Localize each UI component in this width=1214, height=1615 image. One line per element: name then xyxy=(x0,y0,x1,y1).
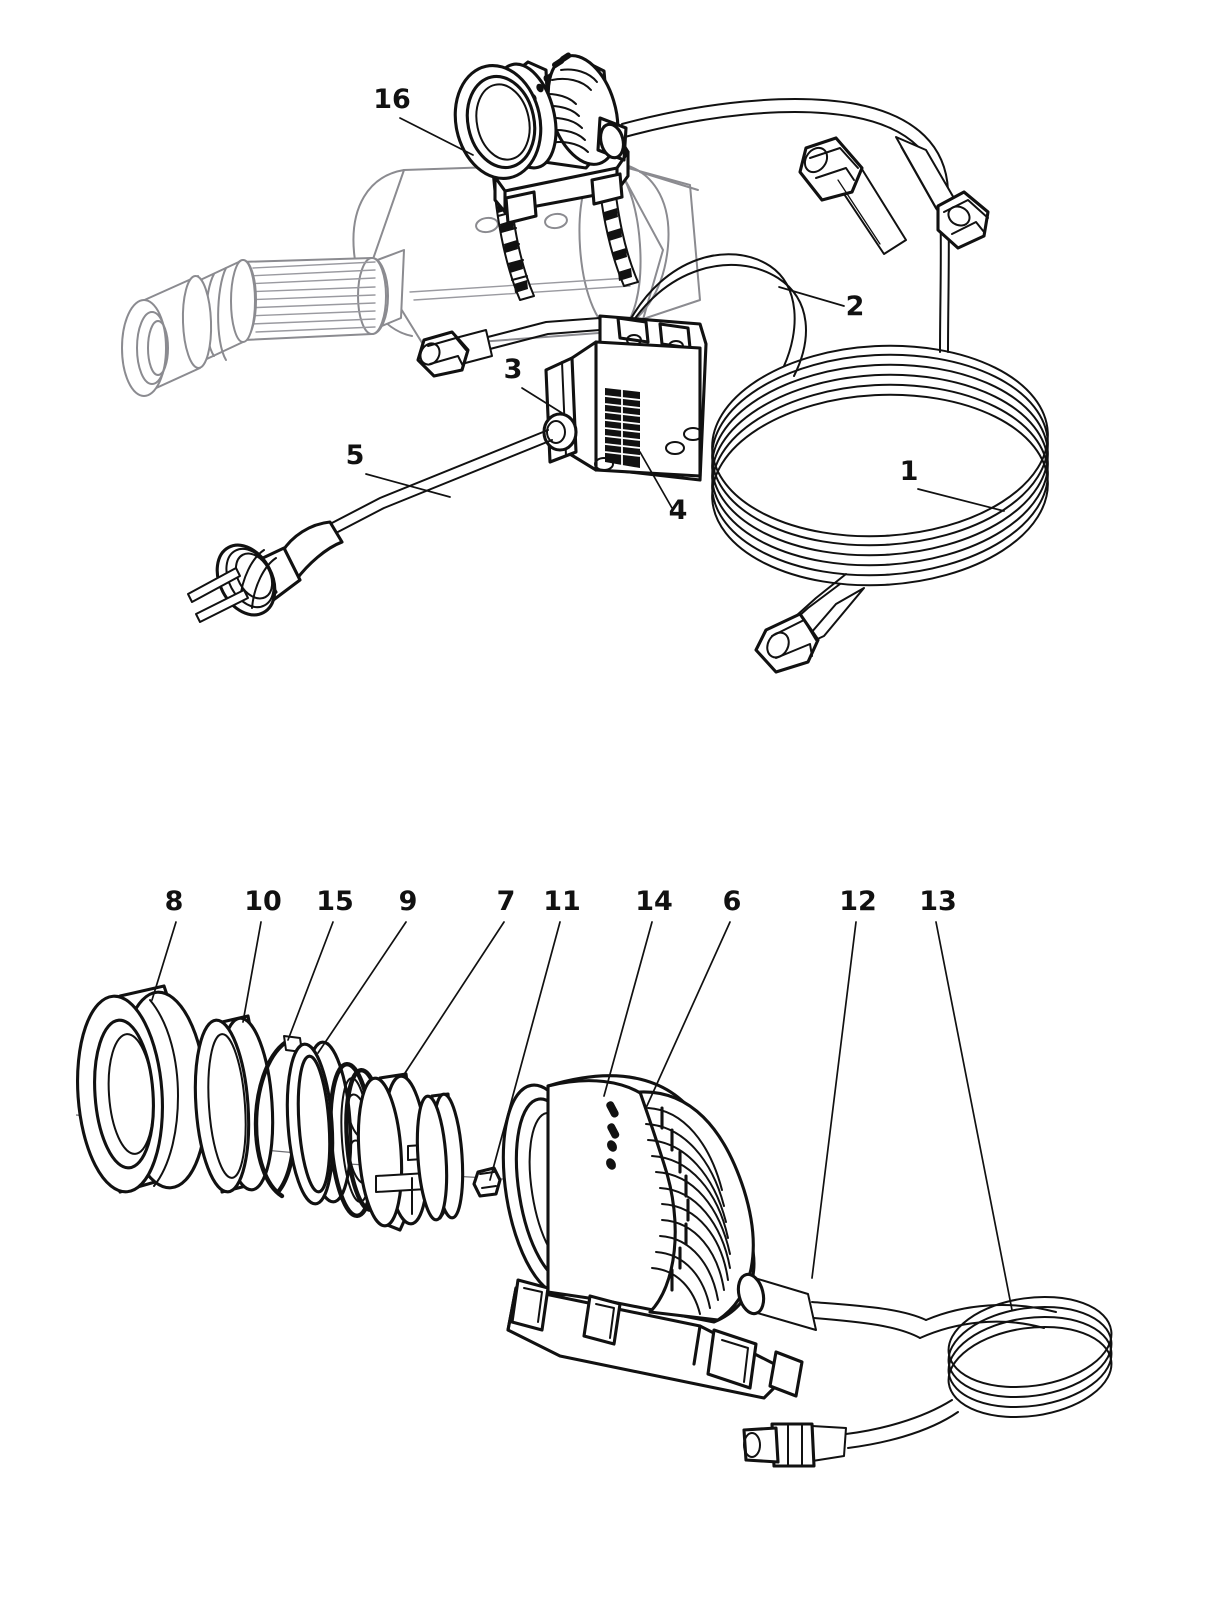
upper-assembly xyxy=(121,52,1049,674)
leader-10 xyxy=(242,921,262,1023)
leader-14 xyxy=(603,921,653,1097)
leader-3 xyxy=(521,387,571,419)
callout-12: 12 xyxy=(839,886,877,917)
leader-11 xyxy=(489,921,561,1181)
leader-4 xyxy=(639,451,673,509)
callout-3: 3 xyxy=(504,354,523,385)
coiled-pump-cable xyxy=(742,1295,1113,1468)
power-cord xyxy=(187,429,553,623)
leader-5 xyxy=(365,473,451,498)
pump-grille xyxy=(645,1107,731,1315)
callout-6: 6 xyxy=(723,886,742,917)
scope-to-box-cable xyxy=(416,317,601,378)
callout-9: 9 xyxy=(399,886,418,917)
leader-7 xyxy=(404,921,505,1074)
leader-16 xyxy=(399,117,474,156)
pump-outlet-cable xyxy=(736,1272,927,1339)
callout-16: 16 xyxy=(373,84,411,115)
callout-10: 10 xyxy=(244,886,282,917)
knurl-lines xyxy=(242,261,376,333)
callout-2: 2 xyxy=(846,291,865,322)
leader-2 xyxy=(778,286,845,307)
callout-7: 7 xyxy=(497,886,516,917)
callout-11: 11 xyxy=(543,886,581,917)
callout-layer: 16 2 3 5 4 1 8 10 15 9 7 11 14 6 12 13 xyxy=(151,84,1013,1311)
sensor-head-clamped xyxy=(453,52,639,301)
connector-upper-right xyxy=(798,136,990,255)
leader-8 xyxy=(151,921,177,1001)
leader-13 xyxy=(935,921,1013,1311)
o-ring xyxy=(285,1040,353,1206)
coiled-sensor-cable xyxy=(711,344,1049,674)
shaft-pin xyxy=(472,1166,502,1198)
pump-brand-mark xyxy=(606,1101,620,1170)
pump-grille-ribs xyxy=(660,1106,690,1292)
control-box xyxy=(542,314,708,482)
sensor-head-cable xyxy=(621,98,950,353)
control-box-vent xyxy=(604,388,641,468)
outer-ring xyxy=(75,984,209,1194)
lower-assembly xyxy=(75,984,1113,1468)
leader-1 xyxy=(917,488,1005,512)
impeller xyxy=(328,1061,465,1232)
callout-5: 5 xyxy=(346,440,365,471)
callout-13: 13 xyxy=(919,886,957,917)
leader-12 xyxy=(811,921,857,1279)
callout-14: 14 xyxy=(635,886,673,917)
callout-4: 4 xyxy=(669,495,688,526)
callout-1: 1 xyxy=(900,456,919,487)
leader-9 xyxy=(317,921,407,1054)
leader-6 xyxy=(645,921,731,1109)
leader-15 xyxy=(287,921,334,1041)
pump-body xyxy=(501,1074,804,1400)
interconnect-cable xyxy=(623,253,807,377)
callout-15: 15 xyxy=(316,886,354,917)
callout-8: 8 xyxy=(165,886,184,917)
